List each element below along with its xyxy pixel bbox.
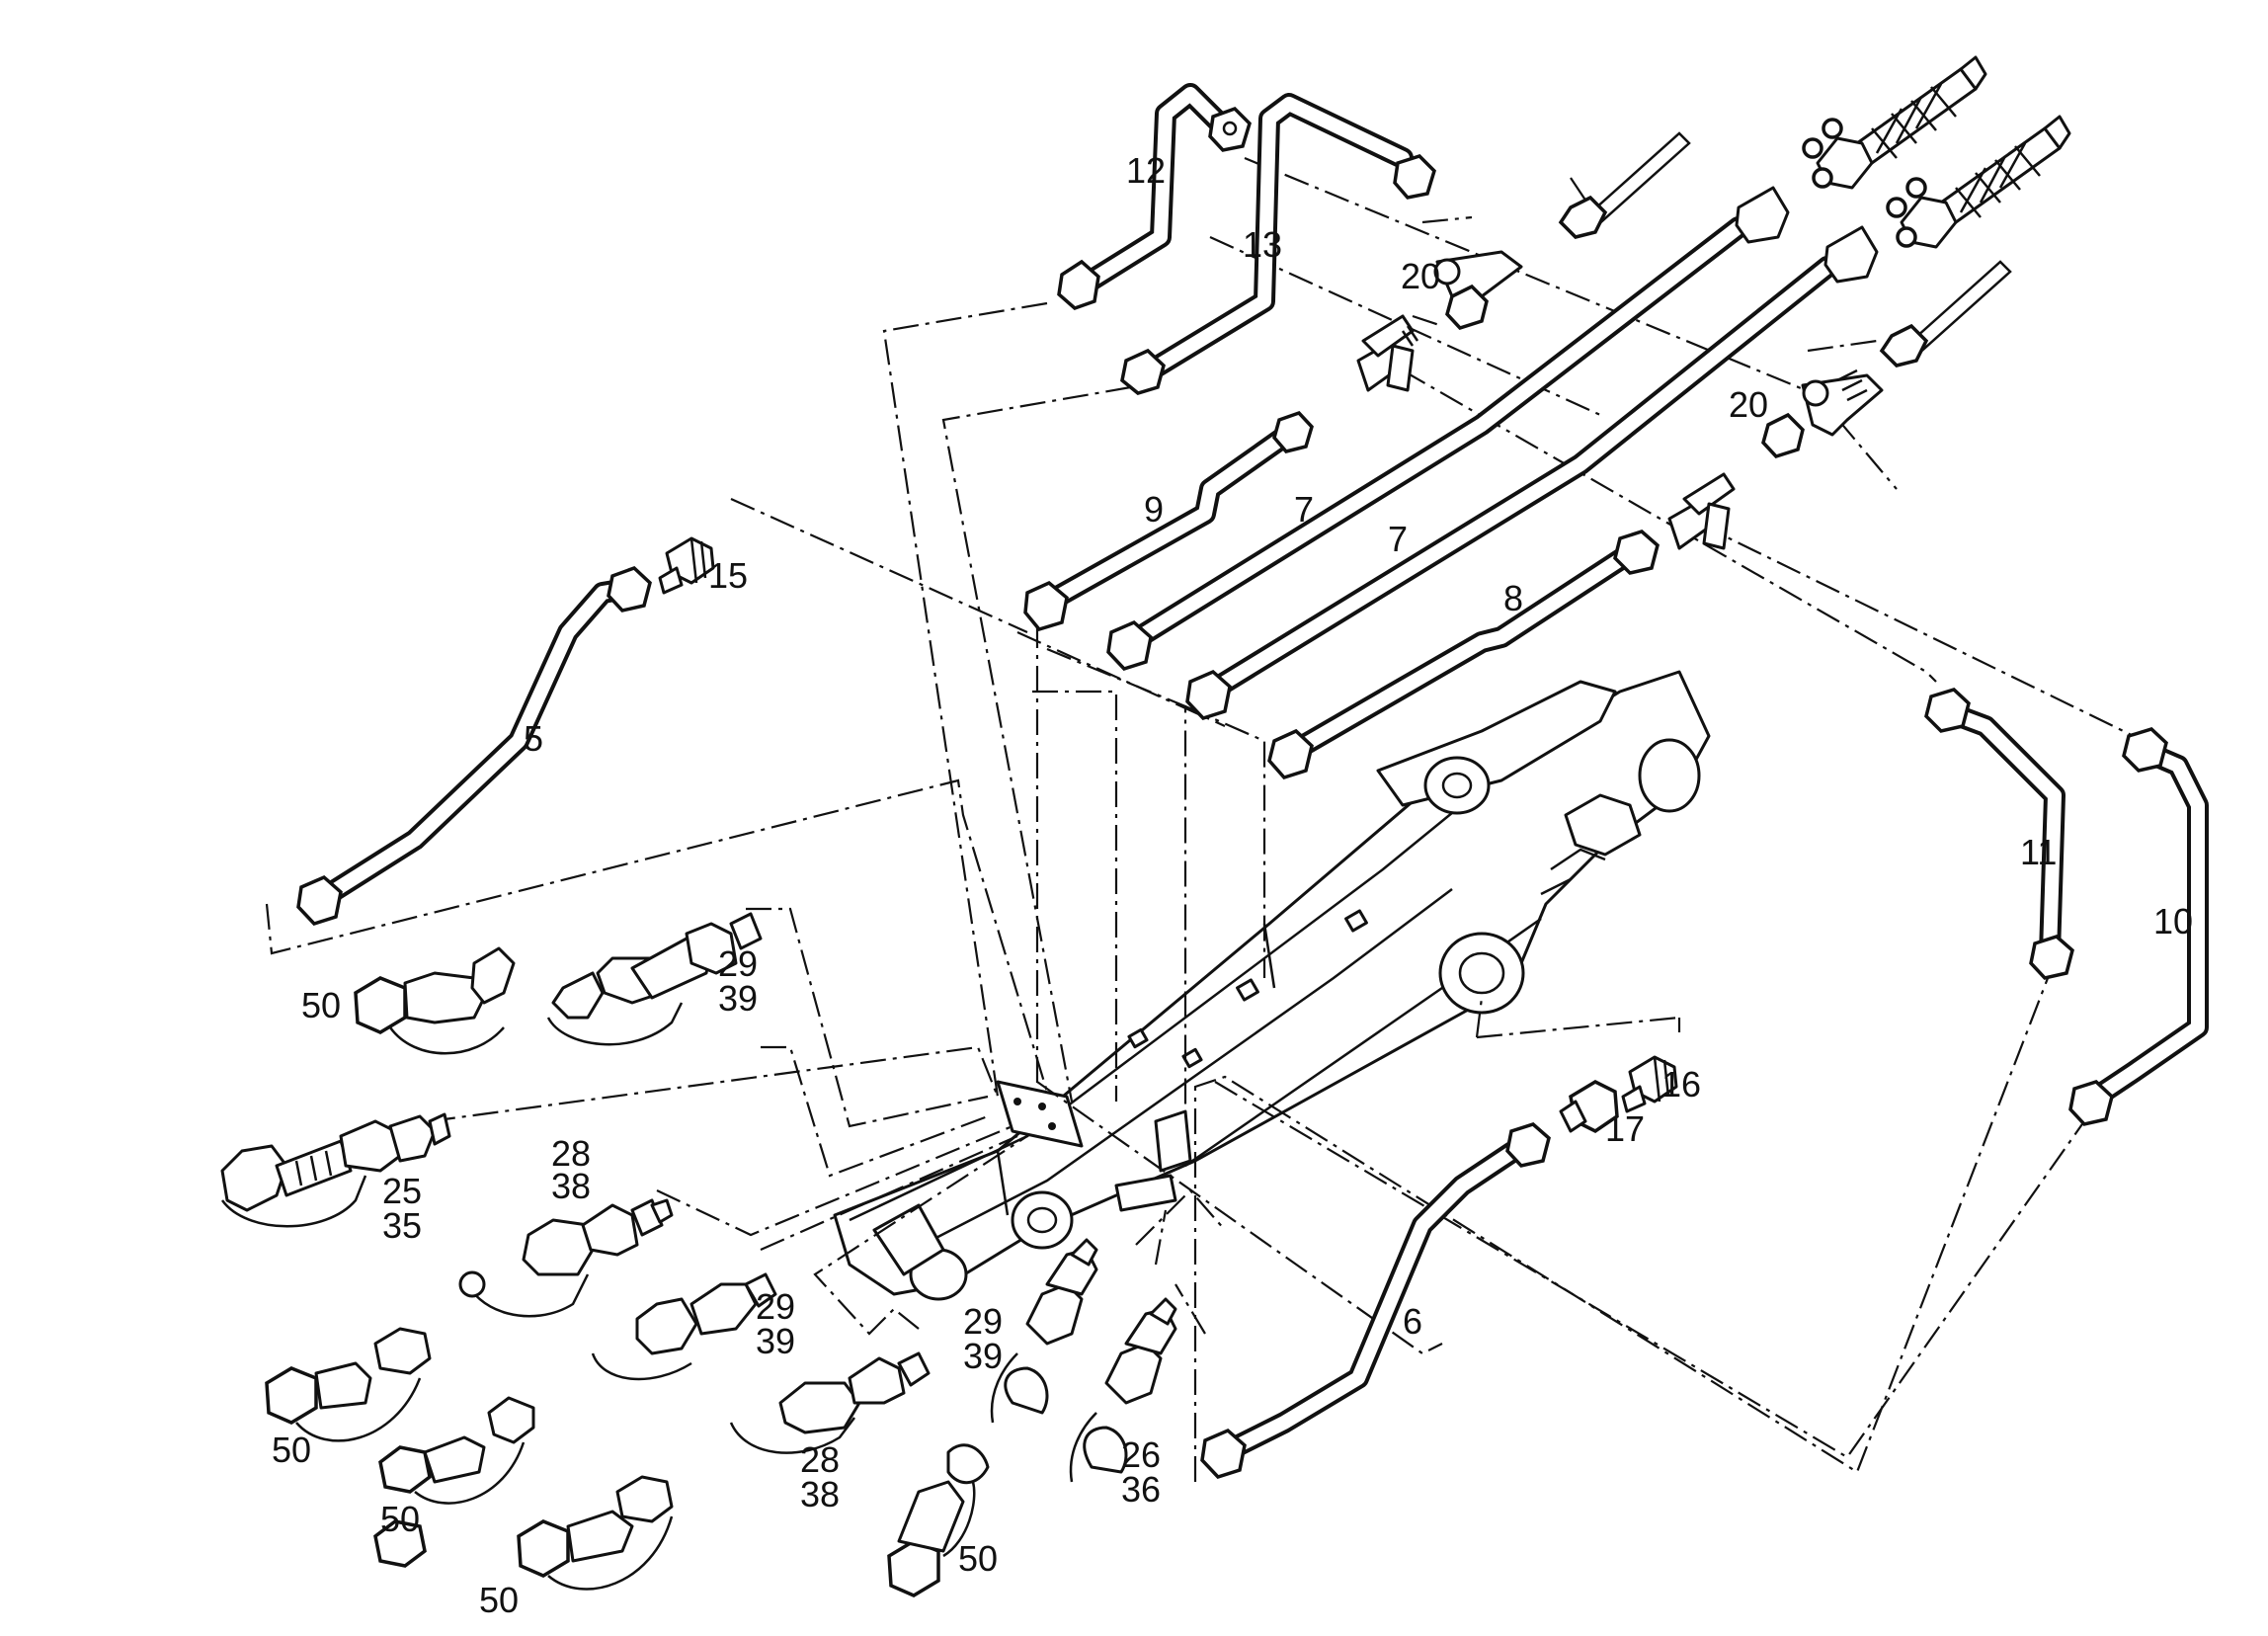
main-pivot-boss (1438, 932, 1525, 1015)
coupling-29-39-mid (591, 1272, 777, 1381)
tube-10 (2068, 727, 2209, 1126)
fitting-17 (1559, 1080, 1619, 1134)
label-39-bottom: 39 (963, 1336, 1003, 1376)
label-28-bottom: 28 (800, 1439, 840, 1480)
clamp-bracket (1564, 793, 1642, 857)
label-7-lower: 7 (1388, 519, 1408, 559)
label-7-upper: 7 (1294, 489, 1314, 530)
label-16: 16 (1661, 1064, 1701, 1104)
tee-fitting-upper (1356, 314, 1419, 392)
label-20-lower: 20 (1729, 384, 1768, 425)
coupling-28-38-bottom (729, 1351, 931, 1454)
braided-hose-1 (1802, 55, 1987, 190)
label-50-top: 50 (301, 985, 341, 1025)
tube-6 (1200, 1122, 1551, 1480)
coupling-29-39-bottom (990, 1238, 1098, 1424)
tube-9 (1023, 410, 1314, 632)
tube-11 (1924, 688, 2074, 980)
label-15: 15 (708, 555, 748, 596)
tube-13 (1120, 93, 1436, 395)
label-29-mid: 29 (756, 1286, 795, 1327)
coupling-26-36 (1069, 1297, 1177, 1483)
coupling-28-38-top (458, 1198, 674, 1318)
far-pipe-stub-2 (1879, 260, 2012, 368)
coupling-50-lower (378, 1396, 535, 1505)
coupling-50-mid (265, 1327, 432, 1442)
label-26: 26 (1121, 1434, 1161, 1475)
label-17: 17 (1605, 1108, 1645, 1149)
tube-5 (296, 565, 652, 927)
leader-lines (265, 156, 2145, 1482)
elbow-fitting-20-lower (1761, 368, 1884, 459)
coupling-50-far (887, 1443, 990, 1597)
coupling-50-left-bottom (373, 1519, 427, 1568)
pivot-boss-end (1638, 738, 1701, 813)
label-12: 12 (1126, 150, 1166, 191)
label-38-top: 38 (551, 1166, 591, 1206)
label-50-lower: 50 (380, 1499, 420, 1539)
label-35: 35 (382, 1205, 422, 1246)
label-20-upper: 20 (1401, 256, 1440, 296)
fitting-15 (658, 536, 715, 595)
coupling-50-top (354, 946, 516, 1055)
label-38-bottom: 38 (800, 1474, 840, 1514)
label-9: 9 (1144, 489, 1164, 530)
fitting-16 (1621, 1055, 1678, 1113)
label-10: 10 (2153, 901, 2193, 941)
label-5: 5 (524, 718, 543, 759)
tee-fitting-lower (1667, 472, 1736, 550)
label-36: 36 (1121, 1469, 1161, 1510)
coupling-mount-bracket-right (1114, 1109, 1192, 1212)
label-8: 8 (1503, 578, 1523, 618)
tube-7-upper (1106, 186, 1790, 672)
label-50-far: 50 (958, 1538, 998, 1579)
label-39-mid: 39 (756, 1321, 795, 1361)
label-6: 6 (1403, 1301, 1422, 1342)
tube-12 (1057, 83, 1252, 310)
tube-8 (1267, 530, 1660, 780)
elbow-fitting-20-upper (1433, 250, 1523, 331)
braided-hose-2 (1886, 115, 2071, 249)
coupling-29-39-top (546, 912, 763, 1046)
foot-pivot-boss (1011, 1190, 1074, 1250)
label-50-bottom: 50 (479, 1580, 519, 1620)
coupling-25-35 (220, 1112, 451, 1228)
label-29-bottom: 29 (963, 1301, 1003, 1342)
label-50-mid: 50 (272, 1430, 311, 1470)
coupling-50-bottom (517, 1475, 674, 1591)
tube-7-lower (1185, 225, 1879, 721)
label-25: 25 (382, 1171, 422, 1211)
part-number-labels: 12 13 20 20 9 7 7 8 15 5 11 10 50 29 39 … (272, 150, 2193, 1620)
coupling-mount-bracket-left (996, 1080, 1084, 1148)
label-39-top: 39 (718, 978, 758, 1019)
label-11: 11 (2020, 832, 2057, 872)
pivot-boss-upper (1423, 756, 1491, 815)
label-29-top: 29 (718, 943, 758, 984)
far-pipe-stub-1 (1558, 131, 1691, 239)
label-13: 13 (1243, 224, 1282, 265)
label-28-top: 28 (551, 1133, 591, 1174)
